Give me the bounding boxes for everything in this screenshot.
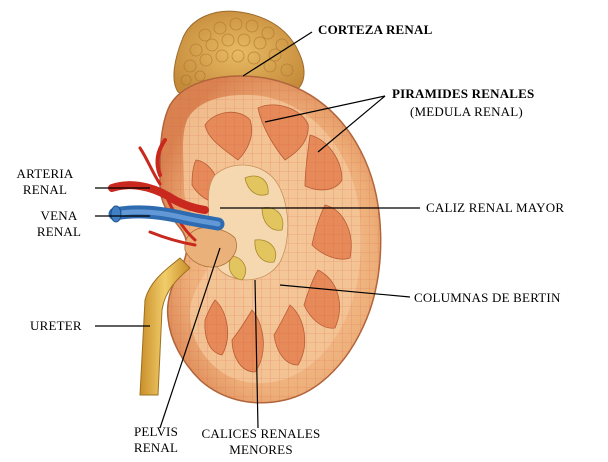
label-pelvis-line2: RENAL <box>120 440 192 456</box>
label-pelvis-line1: PELVIS <box>120 424 192 440</box>
label-corteza-renal: CORTEZA RENAL <box>318 22 432 38</box>
label-vena-renal: VENA RENAL <box>26 208 92 240</box>
label-caliz-renal-mayor: CALIZ RENAL MAYOR <box>426 200 564 216</box>
label-calices-renales-menores: CALICES RENALES MENORES <box>196 426 326 458</box>
label-vena-line1: VENA <box>26 208 92 224</box>
label-medula-renal: (MEDULA RENAL) <box>410 104 523 120</box>
label-arteria-line1: ARTERIA <box>6 166 84 182</box>
label-calices-line2: MENORES <box>196 442 326 458</box>
label-columnas-de-bertin: COLUMNAS DE BERTIN <box>414 290 561 306</box>
label-vena-line2: RENAL <box>26 224 92 240</box>
label-ureter: URETER <box>30 318 82 334</box>
label-pelvis-renal: PELVIS RENAL <box>120 424 192 456</box>
label-arteria-line2: RENAL <box>6 182 84 198</box>
label-calices-line1: CALICES RENALES <box>196 426 326 442</box>
label-arteria-renal: ARTERIA RENAL <box>6 166 84 198</box>
label-piramides-renales: PIRAMIDES RENALES <box>392 86 534 102</box>
